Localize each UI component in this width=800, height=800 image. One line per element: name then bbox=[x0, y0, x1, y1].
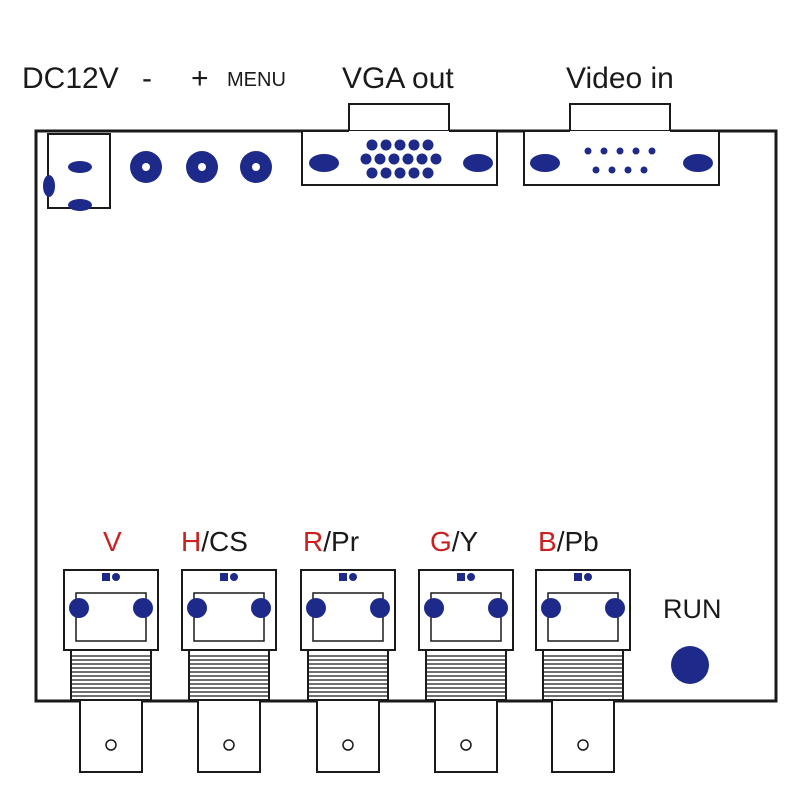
vga-out-connector[interactable] bbox=[301, 103, 498, 186]
bnc-label-prefix: R bbox=[303, 526, 324, 557]
bnc-label-r-pr: R/Pr bbox=[303, 528, 359, 556]
bnc-connector-g-y[interactable] bbox=[418, 569, 514, 773]
bnc-label-v: V bbox=[103, 528, 122, 556]
bnc-connector-h-cs[interactable] bbox=[181, 569, 277, 773]
minus-button[interactable] bbox=[130, 151, 162, 183]
run-led bbox=[671, 646, 709, 684]
bnc-label-prefix: B bbox=[538, 526, 557, 557]
vga-out-label: VGA out bbox=[342, 62, 454, 95]
bnc-label-prefix: G bbox=[430, 526, 452, 557]
bnc-label-prefix: H bbox=[181, 526, 202, 557]
bnc-label-suffix: /Pr bbox=[323, 526, 360, 557]
bnc-label-prefix: V bbox=[103, 526, 122, 557]
dc12v-label: DC12V bbox=[22, 62, 119, 95]
bnc-label-suffix: /CS bbox=[201, 526, 248, 557]
menu-button[interactable] bbox=[240, 151, 272, 183]
bnc-label-suffix: /Pb bbox=[556, 526, 599, 557]
bnc-label-b-pb: B/Pb bbox=[538, 528, 599, 556]
bnc-label-h-cs: H/CS bbox=[181, 528, 248, 556]
minus-label: - bbox=[142, 62, 152, 95]
bnc-connector-r-pr[interactable] bbox=[300, 569, 396, 773]
plus-button[interactable] bbox=[186, 151, 218, 183]
bnc-connector-b-pb[interactable] bbox=[535, 569, 631, 773]
video-in-connector[interactable] bbox=[523, 103, 720, 186]
run-label: RUN bbox=[663, 594, 722, 624]
dc-jack bbox=[43, 133, 111, 211]
bnc-connector-v[interactable] bbox=[63, 569, 159, 773]
menu-label: MENU bbox=[227, 69, 286, 91]
plus-label: + bbox=[191, 62, 209, 95]
bnc-label-suffix: /Y bbox=[451, 526, 479, 557]
bnc-label-g-y: G/Y bbox=[430, 528, 478, 556]
video-in-label: Video in bbox=[566, 62, 674, 95]
